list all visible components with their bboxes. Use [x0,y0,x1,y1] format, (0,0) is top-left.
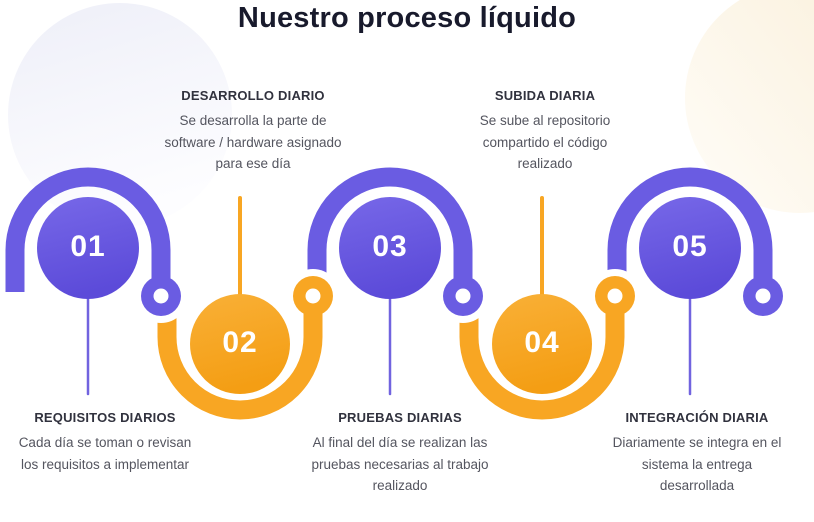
step-3-number: 03 [372,230,408,263]
decor-circle-left [8,3,232,227]
process-arc-2 [157,296,323,420]
step-4-desc-line: Se sube al repositorio [479,113,611,128]
step-5-number: 05 [672,230,708,263]
step-3-desc-line: Al final del día se realizan las [312,435,488,450]
step-1-circle [37,197,139,299]
step-4-text: SUBIDA DIARIA Se sube al repositorio com… [425,88,665,175]
step-1-text: REQUISITOS DIARIOS Cada día se toman o r… [0,410,225,475]
step-1-desc-line: los requisitos a implementar [20,456,190,472]
step-5-text: INTEGRACIÓN DIARIA Diariamente se integr… [577,410,814,497]
step-1-number: 01 [70,230,106,263]
step-4-desc-line: compartido el código [482,134,608,150]
process-arc-5 [607,167,773,296]
connector-node-2-hole [305,288,321,304]
step-5-desc-line: sistema la entrega [641,456,753,472]
process-arc-3 [307,167,473,296]
step-3-name: PRUEBAS DIARIAS [338,410,462,425]
step-4-desc-line: realizado [517,156,573,171]
step-5-desc-line: desarrollada [659,478,735,493]
process-arc-4 [459,296,625,420]
step-2-number: 02 [222,326,258,359]
step-2-circle [190,294,290,394]
connector-node-5-hole [755,288,771,304]
step-1-name: REQUISITOS DIARIOS [34,410,176,425]
step-5-desc-line: Diariamente se integra en el [612,435,782,450]
step-2-text: DESARROLLO DIARIO Se desarrolla la parte… [133,88,373,175]
step-2-desc-line: Se desarrolla la parte de [179,113,327,128]
step-3-desc-line: realizado [372,478,428,493]
step-3-circle [339,197,441,299]
step-4-name: SUBIDA DIARIA [494,88,596,103]
step-4-circle [492,294,592,394]
step-2-desc-line: software / hardware asignado [164,134,342,150]
connector-node-1-hole [153,288,169,304]
connector-node-3-hole [455,288,471,304]
step-5-circle [639,197,741,299]
page-title: Nuestro proceso líquido [237,2,577,34]
process-arc-1 [5,167,171,296]
step-1-desc-line: Cada día se toman o revisan [18,435,192,450]
decor-circle-right [685,0,814,213]
step-3-desc-line: pruebas necesarias al trabajo [311,456,489,472]
step-5-name: INTEGRACIÓN DIARIA [625,410,769,425]
step-2-name: DESARROLLO DIARIO [181,88,325,103]
connector-node-4-hole [607,288,623,304]
connector-nodes [141,276,783,316]
step-3-text: PRUEBAS DIARIAS Al final del día se real… [280,410,520,497]
step-4-number: 04 [524,326,560,359]
step-2-desc-line: para ese día [215,156,291,171]
